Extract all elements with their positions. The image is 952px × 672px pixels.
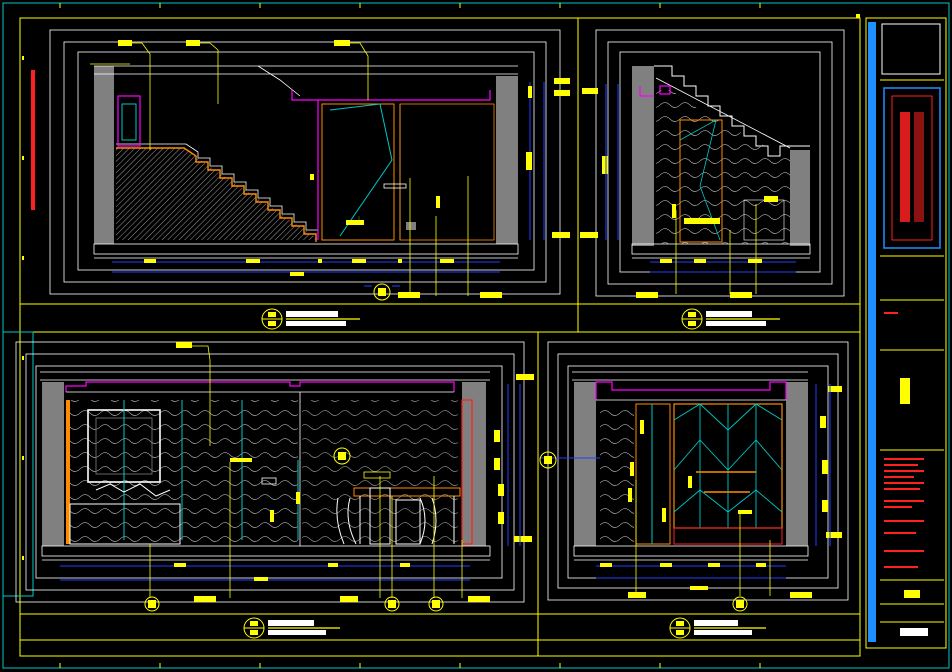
section-callout-icon xyxy=(144,447,444,612)
sheet-number-box xyxy=(900,628,928,636)
drawing-title-glyph xyxy=(900,378,910,404)
elevation-view-d xyxy=(538,341,849,639)
project-logo-box xyxy=(883,87,941,249)
section-callout-icon xyxy=(364,283,400,301)
material-tag-icon xyxy=(118,40,502,298)
elevation-view-a: ⎿ xyxy=(49,29,570,330)
elevation-view-c xyxy=(15,341,534,639)
sideboard xyxy=(69,503,181,545)
revision-strip xyxy=(31,70,35,210)
grid-markers xyxy=(22,14,860,560)
material-tag-icon xyxy=(628,592,812,598)
title-block xyxy=(865,17,947,649)
elevation-marker-icon xyxy=(261,308,283,330)
elevation-view-b xyxy=(580,29,845,330)
material-tag-icon xyxy=(176,342,490,602)
section-callout-icon xyxy=(539,451,748,612)
material-tag-icon xyxy=(636,292,752,298)
sheet-ruler-ticks xyxy=(59,3,761,668)
elevation-marker-icon xyxy=(681,308,703,330)
elevation-marker-icon xyxy=(669,617,691,639)
elevation-marker-icon xyxy=(243,617,265,639)
